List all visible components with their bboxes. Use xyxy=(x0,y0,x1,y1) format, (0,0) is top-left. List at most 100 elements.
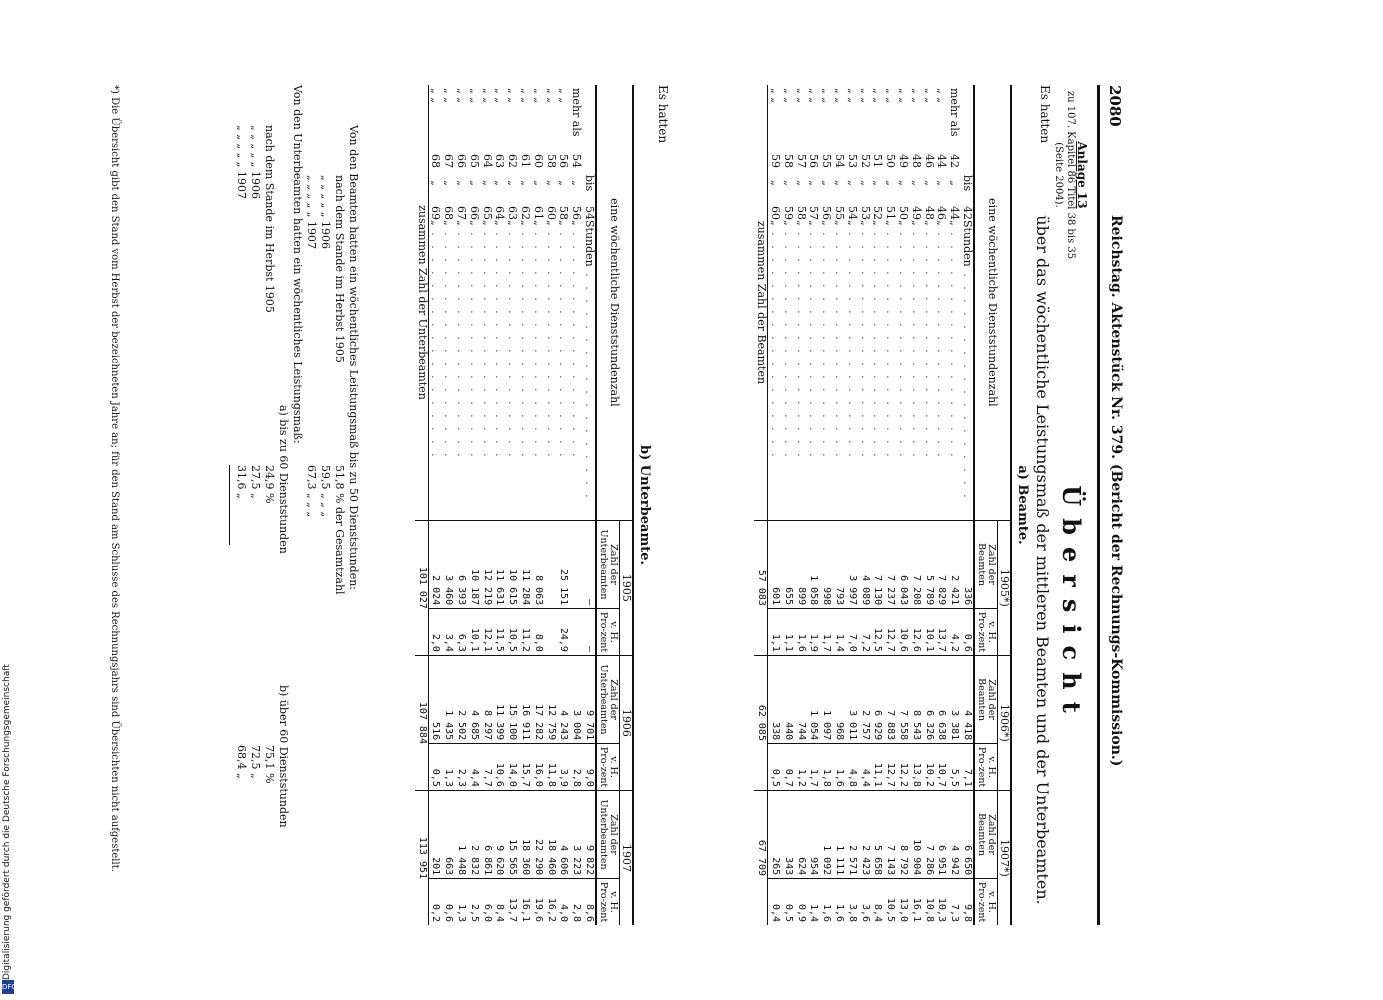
count-cell: 338 xyxy=(767,655,782,744)
percent-cell: 4,2 xyxy=(947,608,961,656)
percent-cell: 13,0 xyxy=(896,878,910,925)
anlage-block: Anlage 13 zu 107. Kapitel 86 Titel 38 bi… xyxy=(1052,85,1089,265)
summary-row-a: 31,6 „ xyxy=(235,465,248,499)
running-title: Reichstag. Aktenstück Nr. 379. (Bericht … xyxy=(1108,215,1124,767)
row-label-a: 55 xyxy=(820,154,834,168)
count-cell: 201 xyxy=(428,790,442,879)
count-cell: 4 243 xyxy=(556,655,570,744)
percent-cell: 2,3 xyxy=(454,743,468,791)
count-cell: 8 543 xyxy=(909,655,922,744)
total-cell: 107 884 xyxy=(414,655,429,791)
row-label-sep: „ xyxy=(909,180,923,186)
percent-cell: 10,8 xyxy=(921,878,935,925)
percent-cell: 10,7 xyxy=(934,743,948,791)
row-label-a: 51 xyxy=(871,154,885,168)
percent-cell: 16,1 xyxy=(909,878,922,925)
percent-cell: 13,7 xyxy=(505,878,519,925)
count-cell: 744 xyxy=(793,655,807,744)
percent-cell: 10,6 xyxy=(492,743,506,791)
summary-row-a: 27,5 „ xyxy=(249,465,262,499)
count-header: Zahl der Unterbeamten xyxy=(596,520,620,609)
row-label: „ „53„54„ . . . . . . . . . . . . . . . … xyxy=(845,85,859,520)
count-cell: 15 100 xyxy=(505,655,519,744)
count-cell: 998 xyxy=(819,520,833,609)
row-label-b: 68 xyxy=(442,206,456,220)
percent-cell: 6,0 xyxy=(479,878,493,925)
count-cell: 15 565 xyxy=(505,790,519,879)
percent-cell: 4,8 xyxy=(845,743,858,791)
percent-cell: 0,6 xyxy=(441,878,455,925)
row-label: „ „56„58„ . . . . . . . . . . . . . . . … xyxy=(557,85,570,520)
percent-cell: 1,7 xyxy=(806,743,820,791)
row-label-prefix: „ „ xyxy=(820,88,834,103)
row-label-prefix: „ „ xyxy=(506,88,520,103)
dfg-logo: DFG xyxy=(2,980,17,994)
count-cell: 1 092 xyxy=(819,790,833,879)
page-number: 2080 xyxy=(1106,85,1124,127)
leader-dots: . . . . . . . . . . . . . . . . . . xyxy=(467,225,481,460)
percent-cell: 16,1 xyxy=(518,878,532,925)
percent-cell: 8,0 xyxy=(531,608,544,656)
row-label-sep: bis xyxy=(583,174,596,192)
summary-row-value: 51,8 % der Gesamtzahl xyxy=(333,465,346,595)
leader-dots: . . . . . . . . . . . . . . . . . . xyxy=(833,225,847,460)
summary-row-label: „ „ „ „ „ 1907 xyxy=(235,125,248,199)
count-header: Zahl der Unterbeamten xyxy=(596,790,620,879)
percent-cell: 0,5 xyxy=(781,878,794,925)
row-label-a: 53 xyxy=(845,154,859,168)
row-label-b: 61 xyxy=(531,206,545,220)
count-cell: 9 701 xyxy=(582,655,596,744)
percent-cell: 1,6 xyxy=(793,608,807,656)
percent-cell: 1,6 xyxy=(832,743,846,791)
row-label-b: 49 xyxy=(909,206,923,220)
table-row: „ „63„64„ . . . . . . . . . . . . . . . … xyxy=(492,85,507,925)
count-cell: 1 111 xyxy=(832,790,846,879)
year-header: 1906*) xyxy=(997,655,1011,791)
count-cell: 11 284 xyxy=(518,520,532,609)
row-label-b: 63 xyxy=(506,206,520,220)
row-label-a: 61 xyxy=(519,154,533,168)
summary-unter-intro: Von den Unterbeamten hatten ein wöchentl… xyxy=(291,85,304,444)
row-label-prefix: „ „ xyxy=(833,88,847,103)
row-label-prefix: „ „ xyxy=(455,88,469,103)
count-cell: 25 151 xyxy=(556,520,570,609)
percent-cell xyxy=(569,608,583,656)
table-row: „ „68„69„ . . . . . . . . . . . . . . . … xyxy=(428,85,442,925)
row-label-a: 62 xyxy=(506,154,520,168)
percent-cell: 10,6 xyxy=(896,608,910,656)
year-header: 1905 xyxy=(619,520,633,656)
summary-block: Von den Beamten hatten ein wöchentliches… xyxy=(234,85,360,925)
count-cell: 11 399 xyxy=(492,655,506,744)
percent-cell: 14,0 xyxy=(505,743,519,791)
row-label: „ „66„67„ . . . . . . . . . . . . . . . … xyxy=(454,85,469,520)
row-label-b: 67 xyxy=(455,206,469,220)
count-cell: 663 xyxy=(441,790,455,879)
row-label-a: 54 xyxy=(570,154,584,168)
count-cell: 1 097 xyxy=(819,655,833,744)
row-label: „ „64„65„ . . . . . . . . . . . . . . . … xyxy=(480,85,494,520)
row-label: „ „68„69„ . . . . . . . . . . . . . . . … xyxy=(428,85,442,520)
percent-cell: 2,8 xyxy=(569,743,583,791)
count-cell: 7 558 xyxy=(896,655,910,744)
table-row: „ „53„54„ . . . . . . . . . . . . . . . … xyxy=(845,85,859,925)
row-label: „ „61„62„ . . . . . . . . . . . . . . . … xyxy=(518,85,533,520)
count-cell: 4 685 xyxy=(467,655,480,744)
count-cell: 624 xyxy=(793,790,807,879)
leader-dots: . . . . . . . . . . . . . . . . . . xyxy=(935,225,949,460)
percent-cell: 0,4 xyxy=(767,878,782,925)
row-label-prefix: „ „ xyxy=(897,88,911,103)
row-label-sep: „ xyxy=(506,180,520,186)
table-row: „ „58„60„ . . . . . . . . . . . . . . . … xyxy=(543,85,558,925)
row-label-sep: „ xyxy=(897,180,911,186)
percent-cell: 5,5 xyxy=(947,743,961,791)
count-cell: 5 658 xyxy=(870,790,884,879)
count-cell: 9 620 xyxy=(492,790,506,879)
count-cell: 7 130 xyxy=(870,520,884,609)
year-header: 1907*) xyxy=(997,790,1011,925)
percent-cell: 1,6 xyxy=(832,878,846,925)
table-row: mehr als42„44„ . . . . . . . . . . . . .… xyxy=(947,85,961,925)
percent-header: v. H. Pro-zent xyxy=(596,743,620,791)
row-label-sep: „ xyxy=(557,180,571,186)
row-label-sep: „ xyxy=(493,180,507,186)
